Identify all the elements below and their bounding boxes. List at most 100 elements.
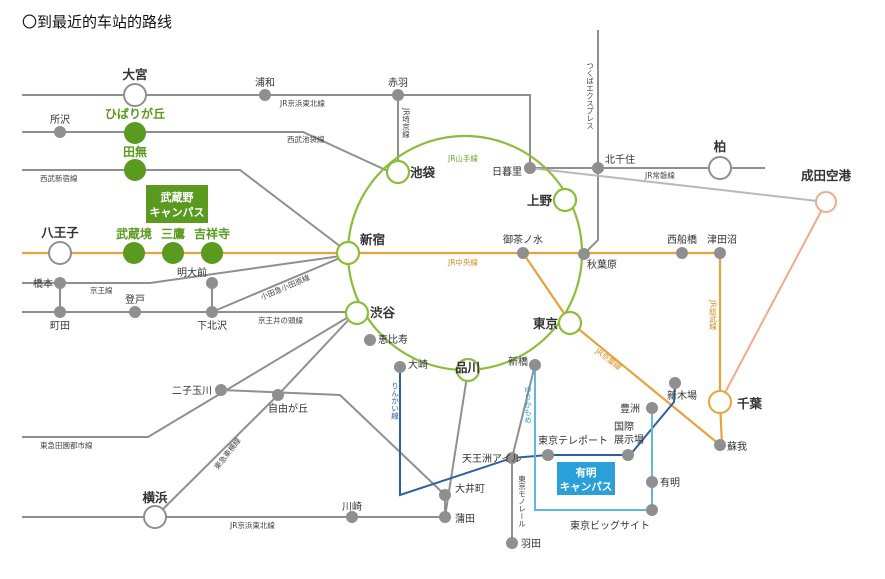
label-mitaka: 三鷹 [161, 226, 185, 241]
label-haneda: 羽田 [521, 538, 541, 550]
label-chiba: 千葉 [737, 396, 763, 411]
station-shimbashi-marker [529, 359, 541, 371]
station-meidaimae-marker [206, 277, 218, 289]
label-urawa: 浦和 [255, 76, 275, 89]
label-soga: 蘇我 [727, 440, 747, 453]
line-label-keihin-tohoku-south: JR京浜東北線 [229, 520, 275, 530]
station-nippori-marker [524, 162, 536, 174]
station-oimachi-marker [439, 489, 451, 501]
label-tsudanuma: 津田沼 [707, 233, 737, 246]
line-label-keihin-tohoku-north: JR京浜東北線 [279, 98, 325, 108]
station-kichijoji-marker [201, 242, 223, 264]
label-ikebukuro: 池袋 [410, 165, 436, 180]
station-tsudanuma-marker [714, 247, 726, 259]
station-hachioji-marker [48, 241, 72, 265]
station-urawa-marker [259, 89, 271, 101]
line-label-denentoshi: 東急田園都市線 [40, 440, 93, 450]
label-narita-airport: 成田空港 [801, 168, 852, 183]
musashino-campus-line1: 武蔵野 [161, 190, 194, 204]
line-yurikamome [534, 365, 653, 511]
line-label-rinkai: りんかい線 [390, 382, 399, 420]
label-shibuya: 渋谷 [370, 305, 396, 320]
ariake-campus-line1: 有明 [576, 466, 597, 479]
station-kokusai-tenjijo-marker [622, 449, 634, 461]
line-label-saikyo: JR埼京線 [401, 107, 410, 138]
station-tokyo-marker [557, 310, 583, 336]
station-akabane-marker [392, 89, 404, 101]
label-hibarigaoka: ひばりが丘 [105, 106, 165, 121]
station-futakotamagawa-marker [215, 384, 227, 396]
station-hashimoto-marker [54, 277, 66, 289]
label-tokyo-big-sight: 東京ビッグサイト [570, 519, 650, 532]
line-label-seibu-shinjuku: 西武新宿線 [40, 173, 78, 183]
station-soga-marker [714, 439, 726, 451]
label-ebisu: 恵比寿 [378, 333, 408, 346]
label-shimbashi: 新橋 [508, 355, 528, 368]
line-label-yamanote: JR山手線 [447, 153, 478, 163]
label-shinagawa: 品川 [455, 360, 480, 375]
station-machida-marker [54, 306, 66, 318]
station-akihabara-marker [578, 248, 590, 260]
label-kamata: 蒲田 [455, 512, 475, 525]
line-label-keiyo: JR京葉線 [593, 345, 624, 372]
label-ariake: 有明 [660, 476, 680, 489]
station-tennozu-isle-marker [506, 452, 518, 464]
label-ueno: 上野 [527, 193, 553, 208]
line-seibu-ikebukuro [22, 131, 391, 173]
station-ueno-marker [552, 187, 578, 213]
station-tanashi-marker [124, 159, 146, 181]
station-ariake-marker [646, 476, 658, 488]
label-tanashi: 田無 [123, 144, 147, 159]
line-seibu-shinjuku [22, 169, 346, 251]
line-label-odakyu: 小田急小田原線 [259, 272, 312, 302]
station-kashiwa-marker [708, 156, 732, 180]
label-kichijoji: 吉祥寺 [194, 226, 230, 241]
line-inokashira-link [211, 254, 348, 314]
label-oimachi: 大井町 [455, 482, 485, 495]
station-osaki-marker [394, 361, 406, 373]
label-jiyugaoka: 自由が丘 [268, 402, 308, 415]
label-nobuto: 登戸 [125, 293, 145, 306]
station-tokyo-big-sight-marker [646, 504, 658, 516]
station-shinagawa-marker [455, 357, 481, 383]
station-kitasenju-marker [592, 162, 604, 174]
line-chuo-tokyo [522, 252, 571, 323]
map-title: 〇到最近的车站的路线 [22, 13, 172, 31]
label-shinjuku: 新宿 [360, 232, 385, 247]
line-keihin-tohoku-north [22, 94, 531, 168]
label-omiya: 大宮 [122, 67, 147, 82]
label-hashimoto: 橋本 [33, 277, 53, 290]
musashino-campus-box [146, 185, 208, 223]
label-nippori: 日暮里 [492, 165, 522, 178]
station-musashisakai-marker [123, 242, 145, 264]
label-toyosu: 豊洲 [620, 402, 640, 415]
station-tokorozawa-marker [54, 126, 66, 138]
station-tokyo-teleport-marker [542, 449, 554, 461]
label-machida: 町田 [50, 321, 70, 332]
line-sobu [718, 253, 724, 446]
station-chiba-marker [708, 390, 732, 414]
station-shinjuku-marker [335, 240, 361, 266]
label-ochanomizu: 御茶ノ水 [503, 233, 543, 246]
ariake-campus-line2: キャンパス [560, 481, 613, 493]
station-haneda-marker [506, 537, 518, 549]
label-hachioji: 八王子 [40, 225, 79, 240]
line-keisei [529, 167, 827, 203]
line-label-yurikamome: ゆりかもめ [523, 386, 532, 424]
line-label-monorail: 東京モノレール [517, 474, 526, 528]
line-label-joban: JR常磐線 [644, 170, 675, 180]
label-kitasenju: 北千住 [605, 153, 635, 166]
station-omiya-marker [123, 83, 147, 107]
station-nobuto-marker [129, 306, 141, 318]
line-label-toyoko: 東急東横線 [212, 435, 243, 471]
station-ikebukuro-marker [385, 159, 411, 185]
label-kokusai-tenjijo-2: 展示場 [614, 433, 644, 446]
station-kawasaki-marker [346, 511, 358, 523]
label-shinkiba: 新木場 [667, 389, 697, 402]
station-toyosu-marker [646, 402, 658, 414]
label-meidaimae: 明大前 [177, 266, 207, 279]
line-label-inokashira: 京王井の頭線 [258, 315, 303, 325]
line-tsukuba-express [583, 30, 599, 255]
label-akabane: 赤羽 [388, 77, 408, 89]
